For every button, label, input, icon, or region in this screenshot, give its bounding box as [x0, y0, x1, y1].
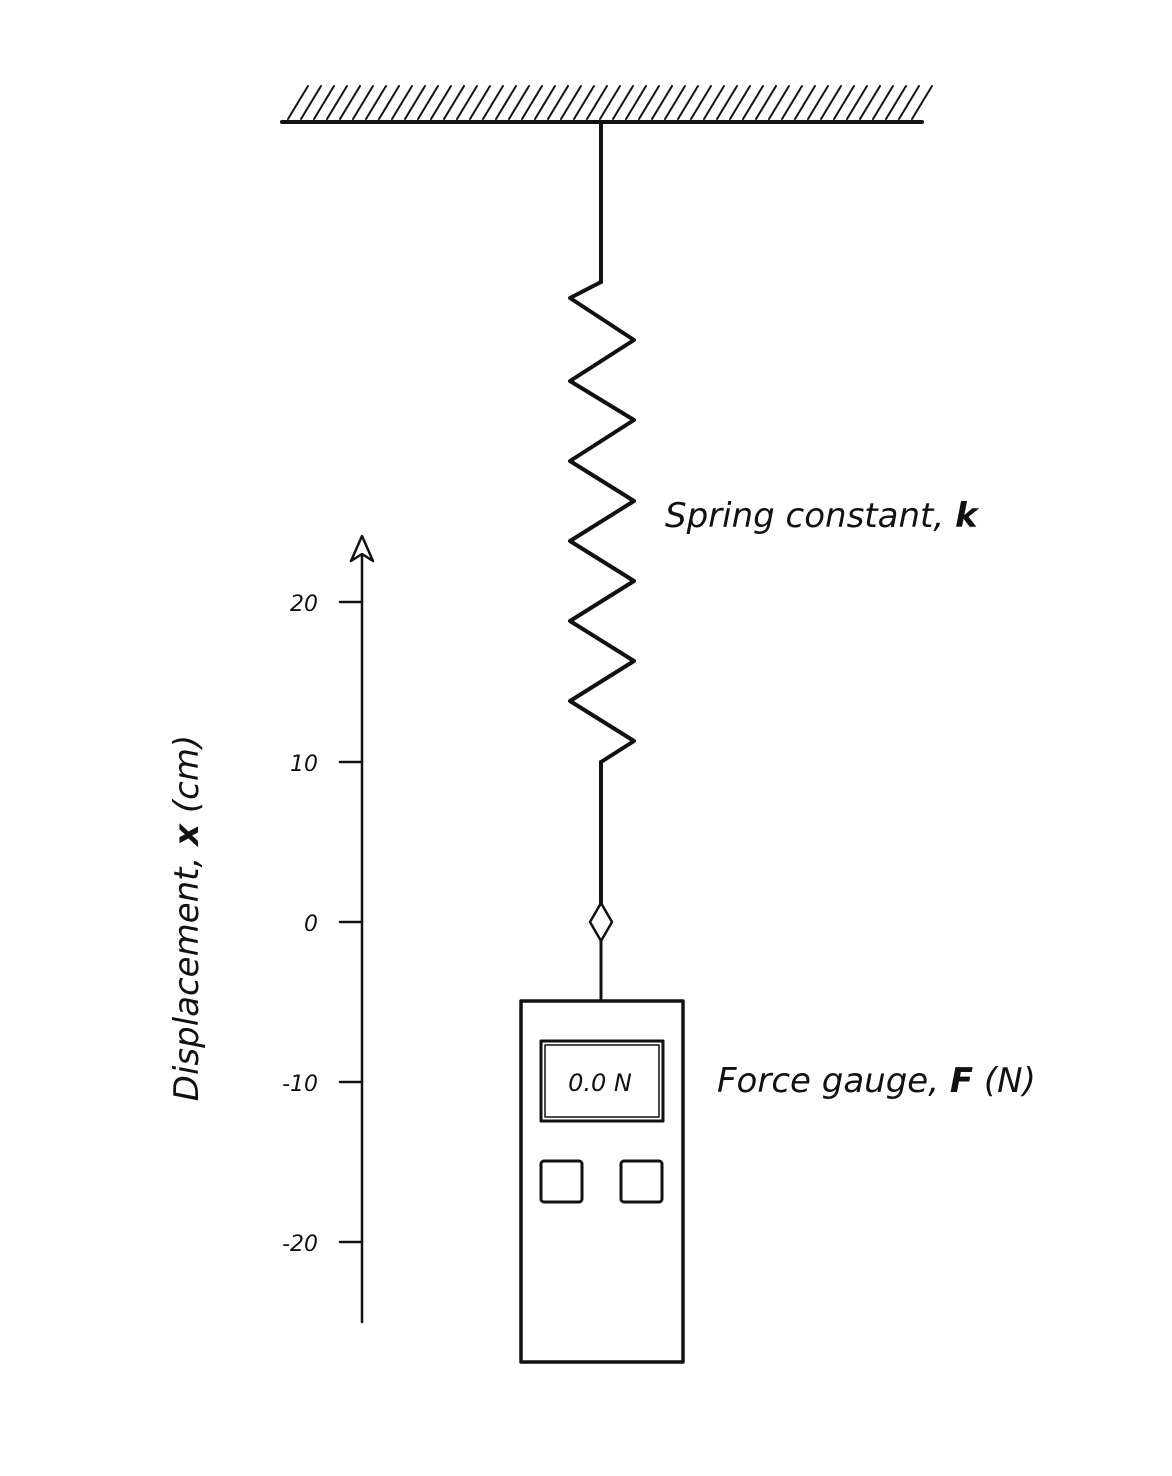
hatch-stroke [586, 85, 608, 120]
gauge-body [519, 999, 685, 1364]
force-gauge: 0.0 N [519, 999, 685, 1364]
hatch-stroke [859, 85, 881, 120]
spring-coil [568, 280, 636, 764]
hatch-stroke [352, 85, 374, 120]
hatch-stroke [534, 85, 556, 120]
displacement-axis: 20 10 0 -10 -20 Displacement, x (cm) [167, 534, 375, 1324]
tick-label-10: 10 [290, 752, 318, 777]
hatch-stroke [703, 85, 725, 120]
hatch-stroke [781, 85, 803, 120]
hatch-stroke [508, 85, 530, 120]
hook-connector [588, 901, 614, 943]
hatch-stroke [664, 85, 686, 120]
hatch-stroke [898, 85, 920, 120]
tick-label-minus-20: -20 [282, 1232, 318, 1257]
hatch-stroke [625, 85, 647, 120]
hatch-stroke [820, 85, 842, 120]
hatch-stroke [716, 85, 738, 120]
hatch-stroke [677, 85, 699, 120]
hatch-stroke [755, 85, 777, 120]
force-gauge-label: Force gauge, F (N) [717, 1061, 1036, 1101]
hatch-stroke [794, 85, 816, 120]
gauge-screen-outer [539, 1039, 665, 1123]
gauge-button-right[interactable] [619, 1159, 664, 1204]
hatch-stroke [456, 85, 478, 120]
axis-tick-minus-10: -10 [282, 1072, 364, 1097]
hatch-stroke [768, 85, 790, 120]
hatch-stroke [443, 85, 465, 120]
hatch-stroke [339, 85, 361, 120]
ceiling-hatching [287, 85, 933, 120]
hatch-stroke [326, 85, 348, 120]
hatch-stroke [690, 85, 712, 120]
hatch-stroke [365, 85, 387, 120]
gauge-button-left[interactable] [539, 1159, 584, 1204]
gauge-screen-inner [544, 1044, 660, 1118]
hatch-stroke [404, 85, 426, 120]
tick-label-20: 20 [290, 592, 318, 617]
hatch-stroke [495, 85, 517, 120]
ceiling-support [280, 85, 933, 124]
hatch-stroke [638, 85, 660, 120]
hatch-stroke [599, 85, 621, 120]
hatch-stroke [612, 85, 634, 120]
hatch-stroke [378, 85, 400, 120]
hatch-stroke [547, 85, 569, 120]
tick-label-0: 0 [304, 912, 318, 937]
axis-tick-0: 0 [304, 912, 364, 937]
axis-title: Displacement, x (cm) [167, 735, 207, 1101]
gauge-display-value: 0.0 N [568, 1069, 632, 1097]
hatch-stroke [313, 85, 335, 120]
spring-constant-label: Spring constant, k [665, 496, 980, 536]
hatch-stroke [417, 85, 439, 120]
hatch-stroke [651, 85, 673, 120]
hatch-stroke [300, 85, 322, 120]
axis-tick-20: 20 [290, 592, 364, 617]
hatch-stroke [885, 85, 907, 120]
hatch-stroke [833, 85, 855, 120]
hatch-stroke [729, 85, 751, 120]
hatch-stroke [911, 85, 933, 120]
hatch-stroke [560, 85, 582, 120]
tick-label-minus-10: -10 [282, 1072, 318, 1097]
hatch-stroke [482, 85, 504, 120]
hatch-stroke [430, 85, 452, 120]
hatch-stroke [521, 85, 543, 120]
spring [568, 122, 636, 1002]
hatch-stroke [846, 85, 868, 120]
axis-tick-minus-20: -20 [282, 1232, 364, 1257]
hatch-stroke [287, 85, 309, 120]
hatch-stroke [807, 85, 829, 120]
axis-arrowhead [349, 534, 375, 563]
axis-tick-10: 10 [290, 752, 364, 777]
hatch-stroke [573, 85, 595, 120]
hatch-stroke [469, 85, 491, 120]
hatch-stroke [391, 85, 413, 120]
hatch-stroke [872, 85, 894, 120]
hatch-stroke [742, 85, 764, 120]
